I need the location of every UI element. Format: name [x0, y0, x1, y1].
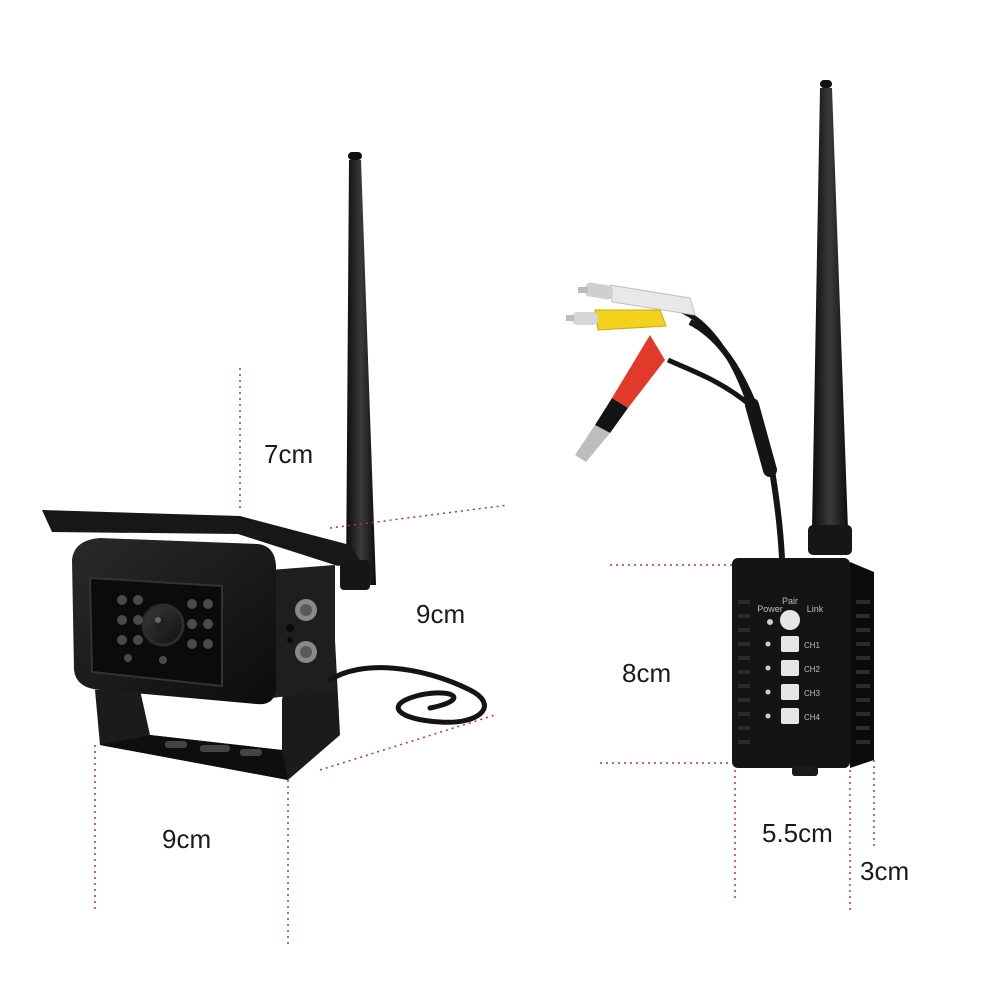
camera-sunshield [42, 510, 360, 566]
ch2-led [765, 665, 771, 671]
ch2-button[interactable] [781, 660, 799, 676]
dim-label-camera-depth: 9cm [416, 599, 466, 629]
camera-housing [72, 538, 276, 705]
rca-yellow-plug [566, 309, 667, 331]
receiver-antenna [808, 80, 852, 555]
ch3-button[interactable] [781, 684, 799, 700]
dim-label-receiver-height: 8cm [622, 658, 672, 688]
receiver-body [732, 558, 874, 776]
label-pair: Pair [782, 596, 798, 606]
dim-label-receiver-depth: 3cm [860, 856, 910, 886]
camera-bracket [95, 565, 340, 780]
label-ch2: CH2 [804, 665, 821, 674]
receiver: Power Pair Link CH1 CH2 CH3 CH4 [566, 80, 874, 776]
receiver-control-panel: Power Pair Link CH1 CH2 CH3 CH4 [757, 596, 824, 724]
dim-label-camera-width: 9cm [162, 824, 212, 854]
label-ch4: CH4 [804, 713, 821, 722]
ch4-led [765, 713, 771, 719]
label-ch1: CH1 [804, 641, 821, 650]
camera-cable [327, 665, 487, 725]
pair-button[interactable] [780, 610, 800, 630]
label-ch3: CH3 [804, 689, 821, 698]
camera [42, 152, 487, 780]
ch4-button[interactable] [781, 708, 799, 724]
dim-label-camera-antenna: 7cm [264, 439, 314, 469]
ch3-led [765, 689, 771, 695]
rca-white-plug [578, 282, 696, 316]
power-led [767, 619, 773, 625]
ch1-button[interactable] [781, 636, 799, 652]
label-link: Link [807, 604, 824, 614]
label-power: Power [757, 604, 783, 614]
dim-label-receiver-width: 5.5cm [762, 818, 833, 848]
ir-leds [117, 595, 213, 664]
rca-red-dc-plug [575, 335, 665, 462]
ch1-led [765, 641, 771, 647]
camera-antenna [340, 152, 376, 590]
dimension-lines [94, 368, 875, 945]
rca-cable [566, 282, 785, 559]
